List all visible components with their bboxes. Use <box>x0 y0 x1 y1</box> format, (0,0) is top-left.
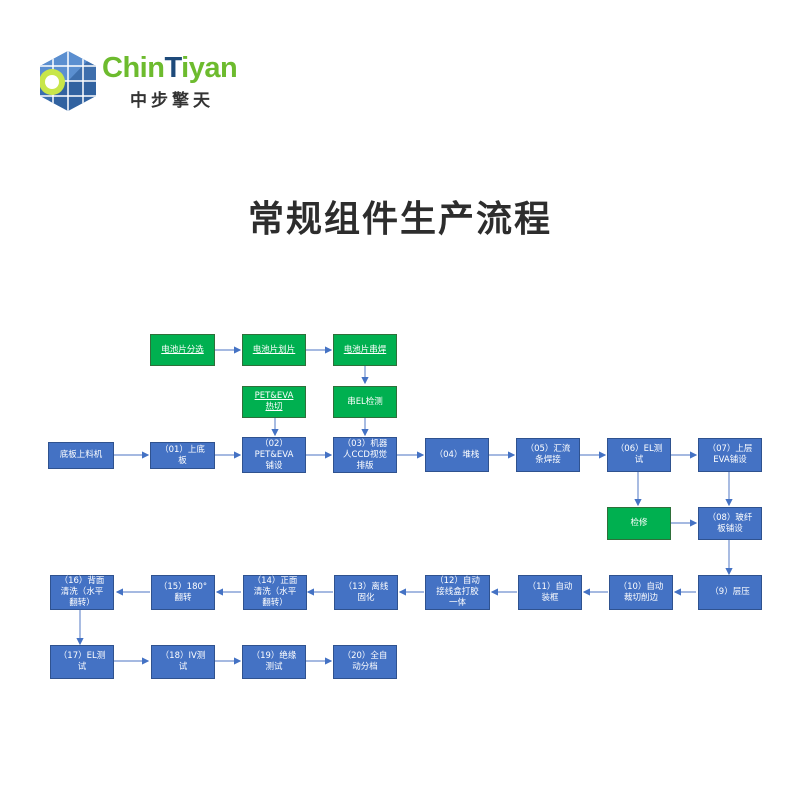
node-step-11: （11）自动 装框 <box>518 575 582 610</box>
solar-panel-hexagon-icon <box>40 51 96 111</box>
node-step-01: （01）上底 板 <box>150 442 215 469</box>
node-step-17: （17）EL测 试 <box>50 645 114 679</box>
node-step-05: （05）汇流 条焊接 <box>516 438 580 472</box>
node-step-04: （04）堆栈 <box>425 438 489 472</box>
node-pet-eva-cut: PET&EVA 热切 <box>242 386 306 418</box>
node-string-el-test: 串EL检测 <box>333 386 397 418</box>
node-repair: 检修 <box>607 507 671 540</box>
node-step-03: （03）机器 人CCD视觉 排版 <box>333 437 397 473</box>
node-cell-sorting: 电池片分选 <box>150 334 215 366</box>
node-step-07: （07）上层 EVA铺设 <box>698 438 762 472</box>
page-title: 常规组件生产流程 <box>247 199 552 240</box>
node-step-14: （14）正面 清洗（水平 翻转） <box>243 575 307 610</box>
node-step-12: （12）自动 接线盒打胶 一体 <box>425 575 490 610</box>
node-step-13: （13）离线 固化 <box>334 575 398 610</box>
node-step-02: （02） PET&EVA 铺设 <box>242 437 306 473</box>
node-step-20: （20）全自 动分档 <box>333 645 397 679</box>
node-cell-scribing: 电池片划片 <box>242 334 306 366</box>
company-logo: ChinTiyan 中步擎天 <box>38 50 268 112</box>
node-step-15: （15）180° 翻转 <box>151 575 215 610</box>
node-step-09: （9）层压 <box>698 575 762 610</box>
node-step-10: （10）自动 裁切削边 <box>609 575 673 610</box>
node-step-19: （19）绝缘 测试 <box>242 645 306 679</box>
brand-name-cn: 中步擎天 <box>130 91 214 111</box>
node-cell-stringing: 电池片串焊 <box>333 334 397 366</box>
node-step-08: （08）玻纤 板铺设 <box>698 507 762 540</box>
node-base-loader: 底板上料机 <box>48 442 114 469</box>
node-step-16: （16）背面 清洗（水平 翻转） <box>50 575 114 610</box>
node-step-06: （06）EL测 试 <box>607 438 671 472</box>
brand-name-en: ChinTiyan <box>102 52 238 84</box>
node-step-18: （18）IV测 试 <box>151 645 215 679</box>
